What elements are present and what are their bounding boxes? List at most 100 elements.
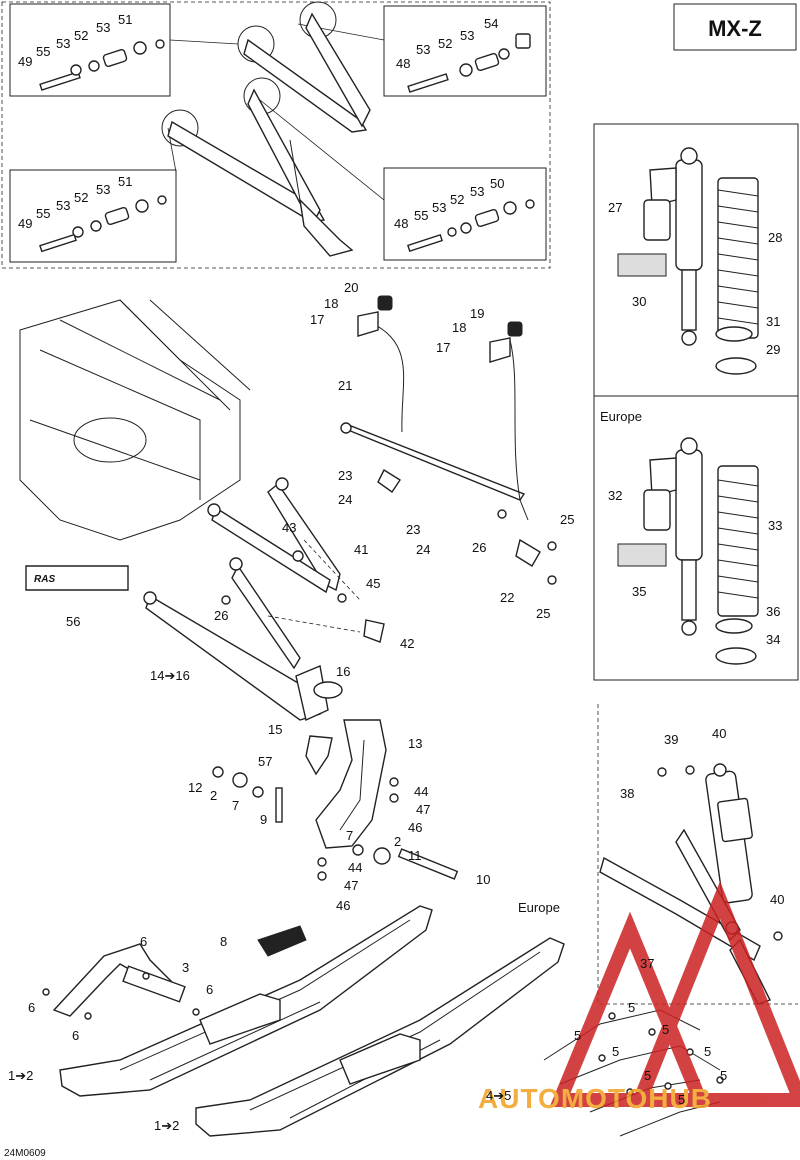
callout: 20 xyxy=(344,280,358,295)
ras-decal: RAS xyxy=(25,565,129,591)
runner-carbides xyxy=(543,1009,724,1137)
coil-spring-2 xyxy=(717,465,759,617)
callout: 52 xyxy=(74,190,88,205)
spring-collar-2 xyxy=(715,618,753,634)
callout: 5 xyxy=(678,1092,685,1107)
callout: 6 xyxy=(72,1028,79,1043)
callout: 13 xyxy=(408,736,422,751)
callout: 49 xyxy=(18,216,32,231)
callout: 4➔5 xyxy=(486,1088,511,1103)
callout: 50 xyxy=(490,176,504,191)
europe-label-ski: Europe xyxy=(518,900,560,915)
callout: 53 xyxy=(56,36,70,51)
callout: 53 xyxy=(460,28,474,43)
model-title: MX-Z xyxy=(708,16,762,41)
callout: 53 xyxy=(96,182,110,197)
callout: 6 xyxy=(140,934,147,949)
callout: 55 xyxy=(414,208,428,223)
ski-handle xyxy=(42,943,200,1020)
callout: 18 xyxy=(452,320,466,335)
callout: 40 xyxy=(712,726,726,741)
callout: 10 xyxy=(476,872,490,887)
hardware-row-3 xyxy=(39,195,167,253)
callout: 14➔16 xyxy=(150,668,190,683)
hardware-row-2 xyxy=(407,33,531,93)
callout: 48 xyxy=(396,56,410,71)
callout: 6 xyxy=(28,1000,35,1015)
spindle-assembly xyxy=(212,719,459,881)
callout: 48 xyxy=(394,216,408,231)
callout: 39 xyxy=(664,732,678,747)
callout: 1➔2 xyxy=(8,1068,33,1083)
callout: 19 xyxy=(470,306,484,321)
spring-seat-2 xyxy=(715,647,757,665)
callout: 53 xyxy=(96,20,110,35)
callout: 25 xyxy=(560,512,574,527)
callout: 29 xyxy=(766,342,780,357)
callout: 17 xyxy=(310,312,324,327)
svg-text:RAS: RAS xyxy=(34,574,55,585)
callout: 30 xyxy=(632,294,646,309)
callout: 2 xyxy=(210,788,217,803)
callout: 55 xyxy=(36,44,50,59)
callout: 52 xyxy=(438,36,452,51)
callout: 47 xyxy=(344,878,358,893)
callout: 45 xyxy=(366,576,380,591)
chassis-frame-illustration xyxy=(19,299,251,541)
hardware-row-4 xyxy=(407,199,535,252)
callout: 55 xyxy=(36,206,50,221)
callout: 40 xyxy=(770,892,784,907)
callout: 31 xyxy=(766,314,780,329)
callout: 44 xyxy=(414,784,428,799)
europe-label-shock: Europe xyxy=(600,409,642,424)
decal-set-1 xyxy=(617,253,667,277)
a-arm-illustration xyxy=(161,1,371,257)
callout: 47 xyxy=(416,802,430,817)
callout: 52 xyxy=(450,192,464,207)
shock-absorber-2 xyxy=(643,437,703,636)
callout: 42 xyxy=(400,636,414,651)
callout: 53 xyxy=(432,200,446,215)
callout: 23 xyxy=(406,522,420,537)
coil-spring-1 xyxy=(717,177,759,339)
callout: 44 xyxy=(348,860,362,875)
shock-absorber-1 xyxy=(643,147,703,346)
callout: 38 xyxy=(620,786,634,801)
callout: 12 xyxy=(188,780,202,795)
ski-wear-bar xyxy=(257,925,307,957)
callout: 46 xyxy=(336,898,350,913)
callout: 3 xyxy=(182,960,189,975)
callout: 52 xyxy=(74,28,88,43)
callout: 53 xyxy=(470,184,484,199)
callout: 46 xyxy=(408,820,422,835)
a-arm-hardware-panel xyxy=(1,1,551,269)
callout: 1➔2 xyxy=(154,1118,179,1133)
callout: 5 xyxy=(628,1000,635,1015)
callout: 5 xyxy=(612,1044,619,1059)
callout: 25 xyxy=(536,606,550,621)
callout: 57 xyxy=(258,754,272,769)
callout: 24 xyxy=(416,542,430,557)
callout: 36 xyxy=(766,604,780,619)
callout: 24 xyxy=(338,492,352,507)
callout: 53 xyxy=(56,198,70,213)
callout: 5 xyxy=(574,1028,581,1043)
callout: 18 xyxy=(324,296,338,311)
ski-right xyxy=(195,937,565,1137)
callout: 7 xyxy=(346,828,353,843)
callout: 7 xyxy=(232,798,239,813)
callout: 51 xyxy=(118,12,132,27)
callout: 11 xyxy=(408,848,422,863)
callout: 22 xyxy=(500,590,514,605)
callout: 17 xyxy=(436,340,450,355)
spring-collar-1 xyxy=(715,326,753,342)
sway-bar-assembly xyxy=(340,295,557,585)
callout: 43 xyxy=(282,520,296,535)
callout: 5 xyxy=(662,1022,669,1037)
callout: 26 xyxy=(472,540,486,555)
ski-left xyxy=(59,905,433,1097)
callout: 51 xyxy=(118,174,132,189)
callout: 34 xyxy=(766,632,780,647)
callout: 9 xyxy=(260,812,267,827)
